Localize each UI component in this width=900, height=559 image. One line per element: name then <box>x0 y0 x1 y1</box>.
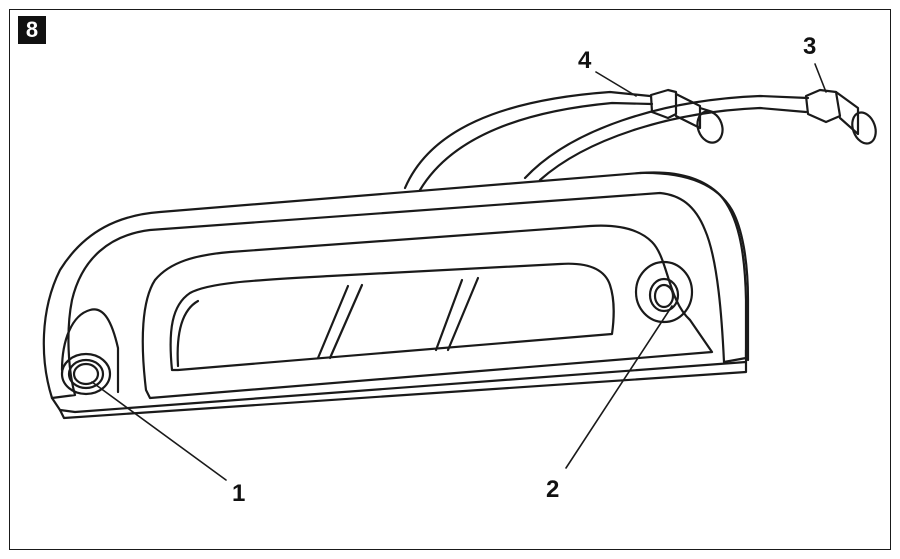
leader-line-4 <box>595 71 637 97</box>
leader-line-2 <box>565 305 673 469</box>
connector-3 <box>804 88 877 145</box>
callout-4: 4 <box>578 47 592 74</box>
handle-housing <box>42 171 750 420</box>
lens-2 <box>634 260 694 324</box>
figure-number-badge: 8 <box>18 16 46 44</box>
connector-4 <box>649 88 724 144</box>
leader-line-1 <box>91 381 227 481</box>
lens-1 <box>60 352 112 396</box>
callout-3: 3 <box>803 33 817 60</box>
cable-left <box>403 90 654 192</box>
callout-1: 1 <box>232 480 246 507</box>
leader-line-3 <box>814 63 827 93</box>
callout-2: 2 <box>546 476 560 503</box>
cable-right <box>523 94 810 182</box>
figure-frame <box>9 9 891 550</box>
